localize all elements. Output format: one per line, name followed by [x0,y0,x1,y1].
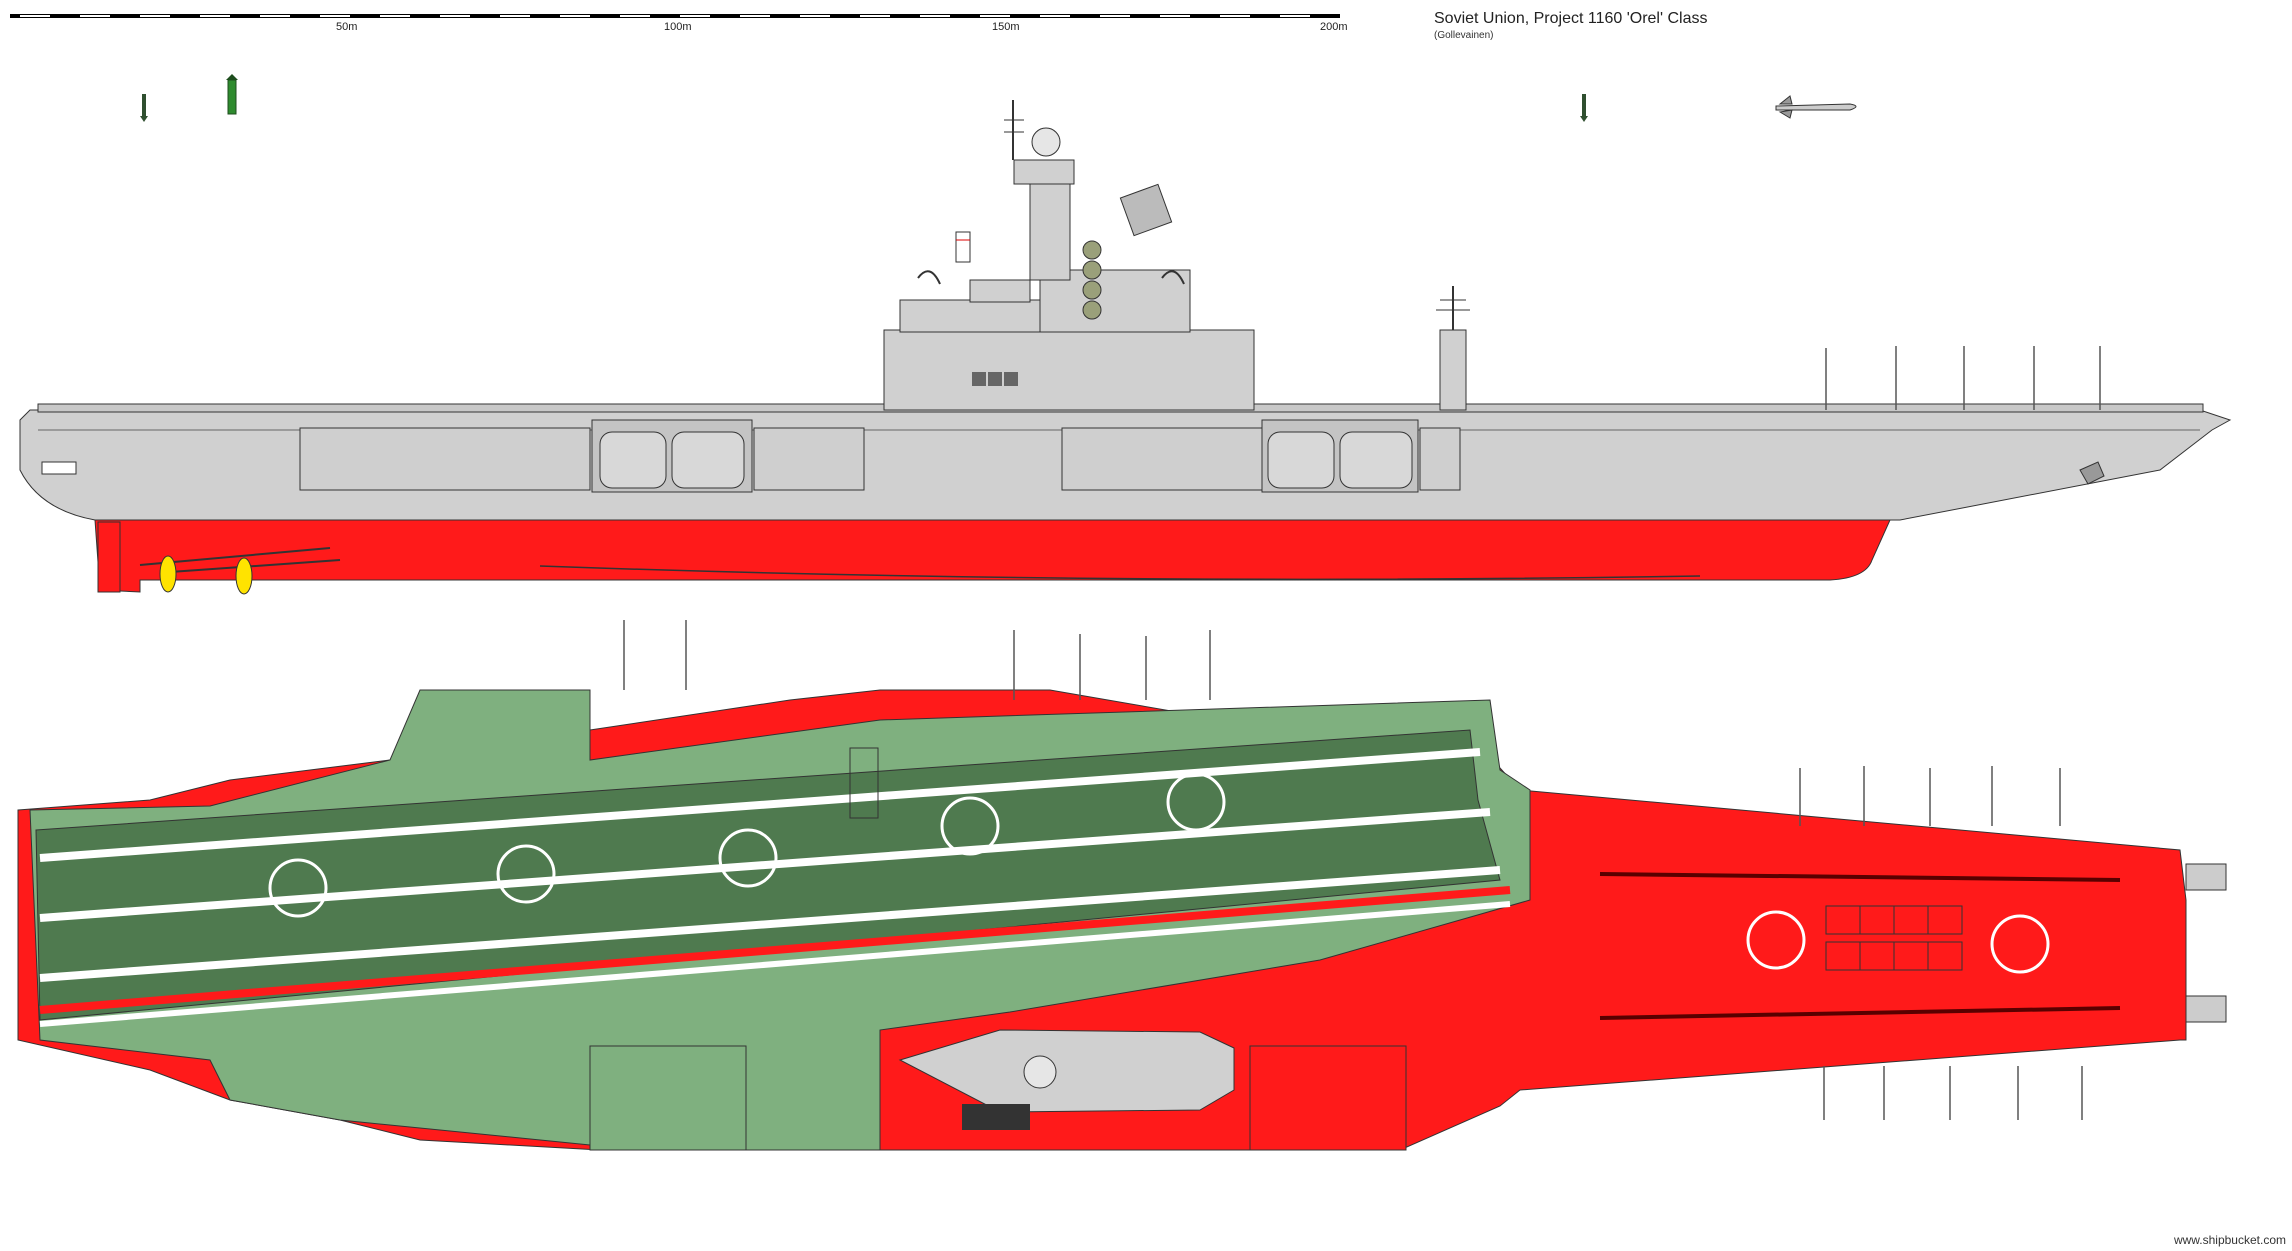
helipad-circle-icon [496,844,556,904]
scale-label-200m: 200m [1320,21,1348,33]
scale-bar-graphic [10,14,1340,18]
missile-icon [226,74,238,115]
drawing-title: Soviet Union, Project 1160 'Orel' Class [1434,10,1708,27]
missile-icon [1580,94,1588,122]
side-profile [19,100,2232,595]
helipad-circle-icon [940,796,1000,856]
scale-label-100m: 100m [664,21,692,33]
watermark: www.shipbucket.com [2173,1233,2286,1247]
helipad-circle-icon [1746,910,1806,970]
helipad-circle-icon [268,858,328,918]
island-superstructure [883,100,1255,411]
helipad-circle-icon [1990,914,2050,974]
forward-mast [1436,286,1470,411]
missile-icon [140,94,148,122]
island-top [898,1029,1235,1130]
cruise-missile-icon [1775,95,1857,119]
top-view [17,620,2227,1151]
propeller-icon [159,555,177,593]
helipad-circle-icon [1166,772,1226,832]
author-credit: (Gollevainen) [1434,30,1494,41]
propeller-icon [235,557,253,595]
lower-hull [94,519,1891,593]
scale-bar: 50m 100m 150m 200m [0,0,1360,40]
scale-label-50m: 50m [336,21,358,33]
helipad-circle-icon [718,828,778,888]
scale-label-150m: 150m [992,21,1020,33]
